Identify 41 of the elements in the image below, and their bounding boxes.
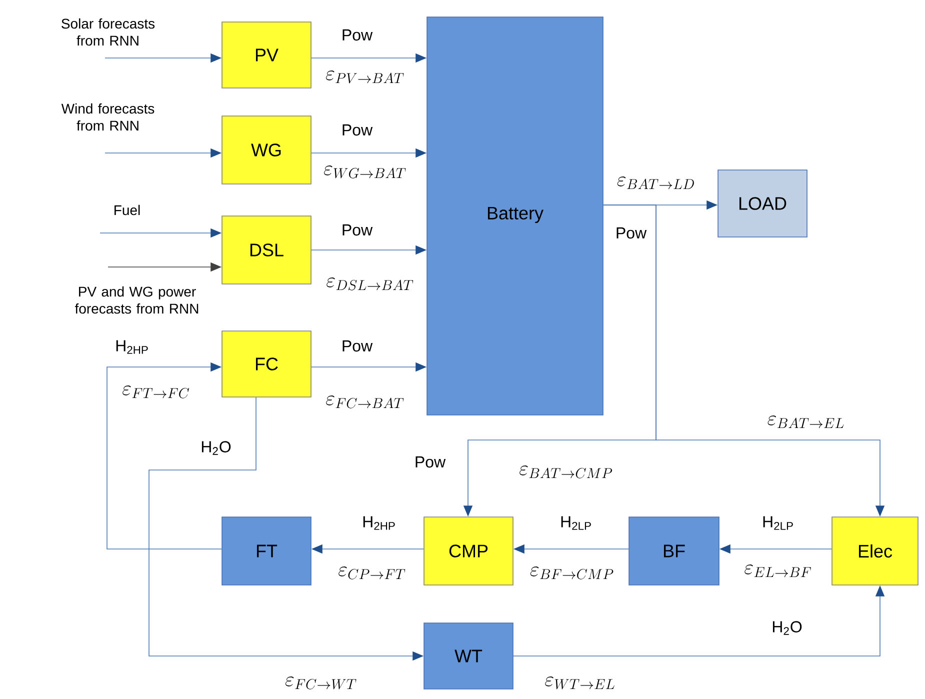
process-box: WG bbox=[222, 116, 312, 184]
process-box: WT bbox=[424, 622, 514, 690]
flow-label: Pow bbox=[342, 124, 373, 136]
flow-label: H$_{2}$O bbox=[202, 441, 231, 455]
flow-label: Pow bbox=[616, 227, 647, 239]
edge-label: $\varepsilon_{BAT\rightarrow CMP}$ bbox=[520, 466, 612, 478]
edge-label: $\varepsilon_{FC\rightarrow BAT}$ bbox=[326, 396, 404, 408]
flow-label: H$_{2HP}$ bbox=[363, 516, 395, 530]
edge-label: $\varepsilon_{FC\rightarrow WT}$ bbox=[286, 676, 356, 690]
process-box: DSL bbox=[222, 216, 312, 284]
process-box: PV bbox=[222, 22, 312, 88]
edge-label: $\varepsilon_{PV\rightarrow BAT}$ bbox=[326, 70, 404, 84]
input-label: Fuel bbox=[114, 204, 140, 216]
process-box: FT bbox=[222, 516, 312, 586]
process-box: FC bbox=[222, 330, 312, 398]
flow-label: Pow bbox=[342, 340, 373, 352]
edge-label: $\varepsilon_{DSL\rightarrow BAT}$ bbox=[326, 278, 414, 290]
flow-label: Pow bbox=[342, 29, 373, 41]
process-box: BF bbox=[628, 516, 720, 586]
input-label: Wind forecasts from RNN bbox=[61, 103, 154, 131]
process-box: Battery bbox=[426, 16, 604, 416]
flow-label: H$_{2}$O bbox=[772, 621, 802, 635]
input-label: PV and WG power forecasts from RNN bbox=[74, 286, 198, 314]
process-box: CMP bbox=[424, 516, 514, 586]
edge-label: $\varepsilon_{CP\rightarrow FT}$ bbox=[338, 566, 406, 580]
edge-label: $\varepsilon_{WG\rightarrow BAT}$ bbox=[324, 166, 406, 178]
flow-label: H$_{2LP}$ bbox=[561, 516, 591, 530]
process-box: LOAD bbox=[718, 170, 808, 238]
edge-label: $\varepsilon_{FT\rightarrow FC}$ bbox=[122, 386, 190, 398]
flow-label: H$_{2LP}$ bbox=[763, 516, 793, 530]
arrow bbox=[106, 362, 222, 550]
edge-label: $\varepsilon_{EL\rightarrow BF}$ bbox=[744, 564, 811, 578]
edge-label: $\varepsilon_{BAT\rightarrow LD}$ bbox=[617, 176, 694, 190]
edge-label: $\varepsilon_{BAT\rightarrow EL}$ bbox=[768, 416, 844, 428]
flow-label: Pow bbox=[342, 224, 373, 236]
flow-label: H$_{2HP}$ bbox=[116, 340, 148, 354]
process-box: Elec bbox=[832, 516, 918, 586]
input-label: Solar forecasts from RNN bbox=[62, 18, 155, 46]
flow-label: Pow bbox=[416, 456, 446, 468]
edge-label: $\varepsilon_{BF\rightarrow CMP}$ bbox=[530, 566, 614, 580]
edge-label: $\varepsilon_{WT\rightarrow EL}$ bbox=[545, 676, 614, 690]
